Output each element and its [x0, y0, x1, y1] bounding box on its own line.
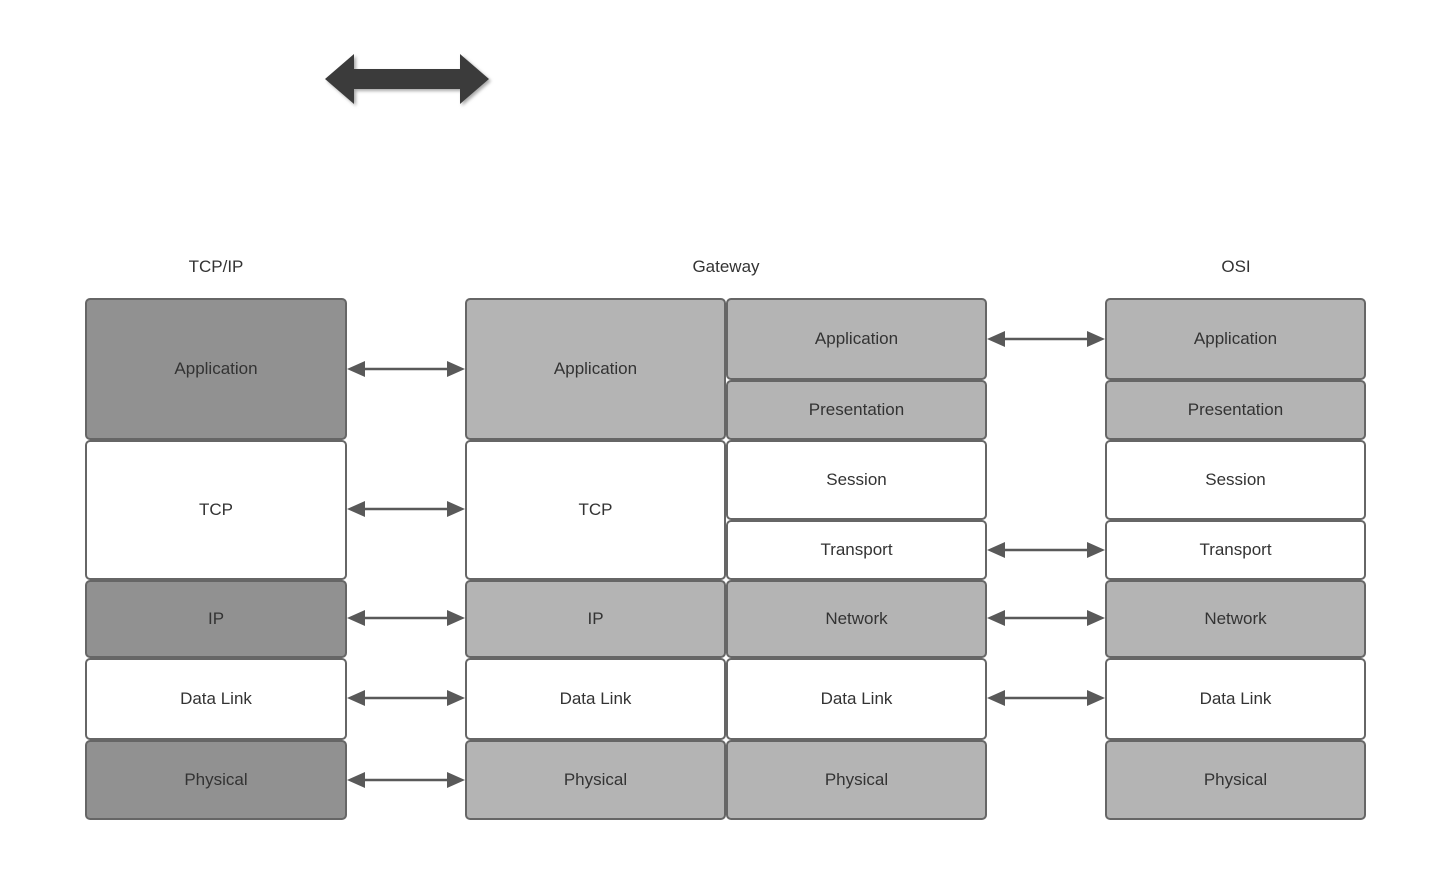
layer-gateway-osi-session[interactable]: Session — [726, 440, 987, 520]
column-header-tcpip: TCP/IP — [188, 257, 244, 276]
layer-tcpip-ip[interactable]: IP — [85, 580, 347, 658]
layer-gateway-osi-presentation[interactable]: Presentation — [726, 380, 987, 440]
connector-arrow-ip-ip — [347, 610, 465, 626]
connector-arrow-data-link-data-link-left — [347, 690, 465, 706]
connector-arrow-tcp-tcp — [347, 501, 465, 517]
layer-osi-data-link[interactable]: Data Link — [1105, 658, 1366, 740]
layer-tcpip-data-link[interactable]: Data Link — [85, 658, 347, 740]
layer-gateway-osi-network[interactable]: Network — [726, 580, 987, 658]
connector-arrow-application-application — [347, 361, 465, 377]
layer-gateway-osi-transport[interactable]: Transport — [726, 520, 987, 580]
connector-arrow-physical-physical — [347, 772, 465, 788]
layer-gateway-osi-data-link[interactable]: Data Link — [726, 658, 987, 740]
connector-arrow-network-network — [987, 610, 1105, 626]
layer-gateway-osi-physical[interactable]: Physical — [726, 740, 987, 820]
layer-gateway-application[interactable]: Application — [465, 298, 726, 440]
layer-osi-network[interactable]: Network — [1105, 580, 1366, 658]
column-header-osi: OSI — [1221, 257, 1251, 276]
connector-arrow-application-application-right — [987, 331, 1105, 347]
layer-gateway-ip[interactable]: IP — [465, 580, 726, 658]
layer-gateway-data-link[interactable]: Data Link — [465, 658, 726, 740]
layer-gateway-osi-application[interactable]: Application — [726, 298, 987, 380]
layer-osi-presentation[interactable]: Presentation — [1105, 380, 1366, 440]
connector-arrow-transport-transport — [987, 542, 1105, 558]
column-header-gateway: Gateway — [692, 257, 760, 276]
connector-arrow-data-link-data-link-right — [987, 690, 1105, 706]
layer-osi-physical[interactable]: Physical — [1105, 740, 1366, 820]
layer-osi-session[interactable]: Session — [1105, 440, 1366, 520]
double-headed-block-arrow-icon — [325, 54, 489, 104]
layer-osi-transport[interactable]: Transport — [1105, 520, 1366, 580]
layer-osi-application[interactable]: Application — [1105, 298, 1366, 380]
layer-gateway-tcp[interactable]: TCP — [465, 440, 726, 580]
layer-gateway-physical[interactable]: Physical — [465, 740, 726, 820]
layer-tcpip-application[interactable]: Application — [85, 298, 347, 440]
layer-tcpip-tcp[interactable]: TCP — [85, 440, 347, 580]
layer-tcpip-physical[interactable]: Physical — [85, 740, 347, 820]
